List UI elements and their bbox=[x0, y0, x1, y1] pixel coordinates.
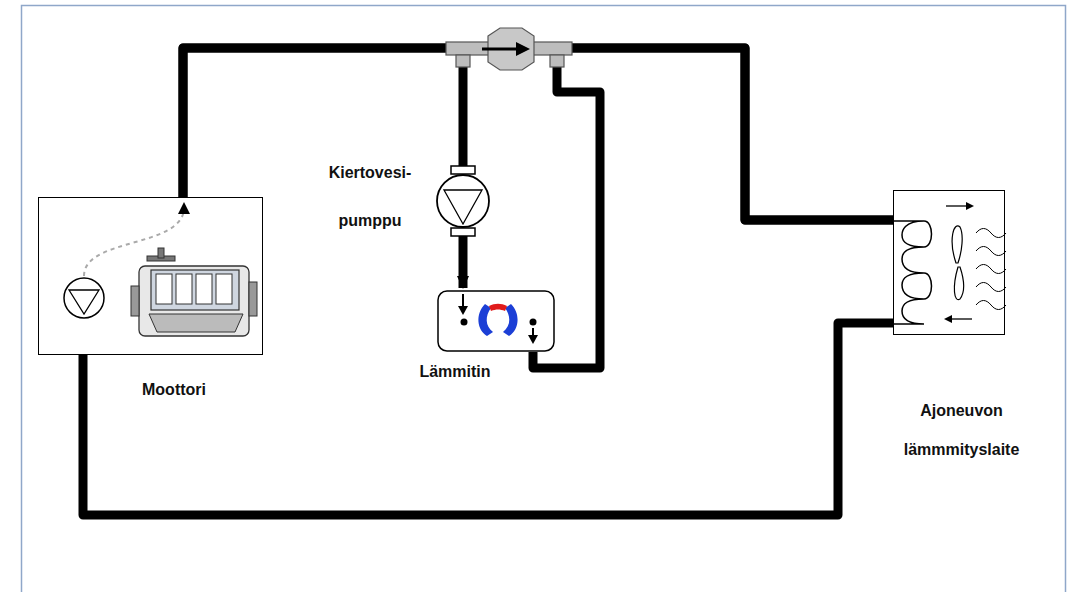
node-art bbox=[894, 191, 1006, 336]
node-label: Kiertovesi- pumppu bbox=[315, 149, 425, 245]
heat-exchanger-box: Ajoneuvon lämmmityslaite bbox=[893, 190, 1005, 335]
heater-box: Lämmitin bbox=[437, 290, 555, 352]
node-art bbox=[436, 166, 490, 236]
node-art bbox=[39, 198, 264, 356]
pump-symbol: Kiertovesi- pumppu bbox=[436, 166, 490, 236]
pipe bbox=[183, 48, 463, 197]
node-art bbox=[437, 290, 555, 352]
engine-box: Moottori bbox=[38, 197, 263, 355]
node-label: Ajoneuvon lämmmityslaite bbox=[889, 391, 1034, 469]
node-label: Moottori bbox=[94, 380, 254, 400]
pipe bbox=[459, 236, 468, 288]
pipe bbox=[183, 48, 893, 220]
node-label: Lämmitin bbox=[395, 362, 515, 382]
